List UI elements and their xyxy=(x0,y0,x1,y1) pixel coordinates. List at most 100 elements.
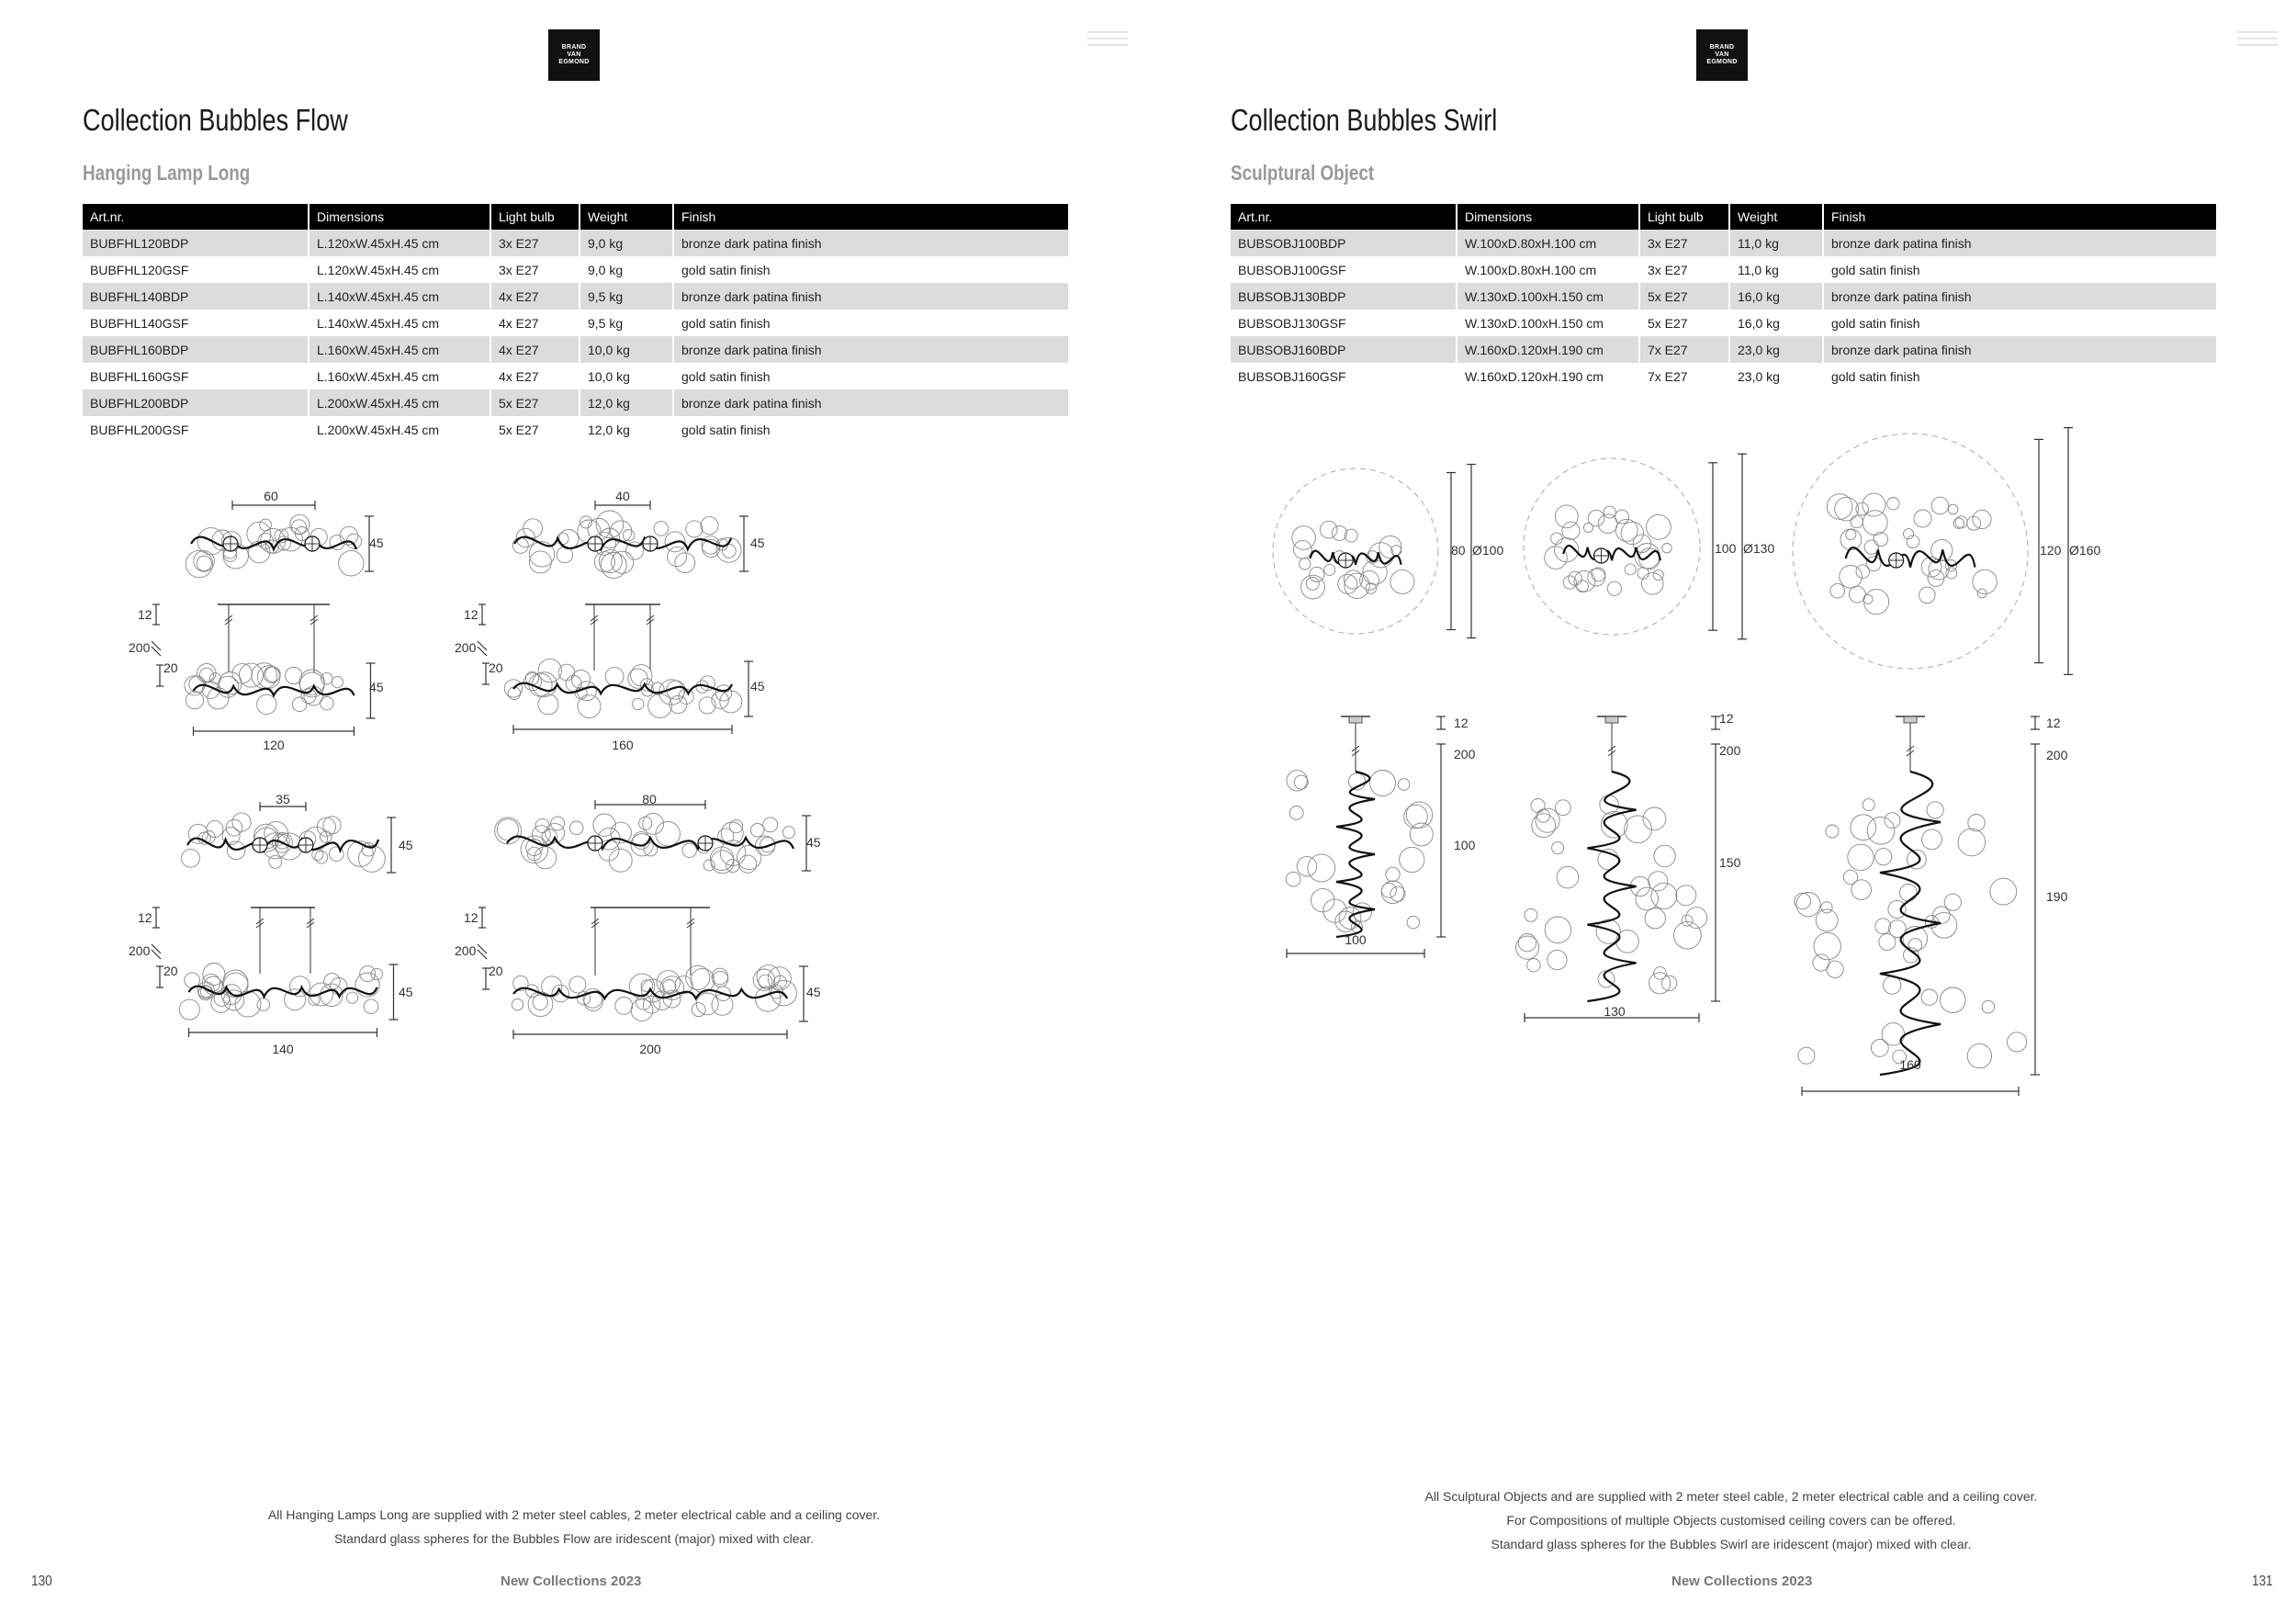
glass-sphere xyxy=(681,842,697,858)
glass-sphere xyxy=(274,528,289,544)
glass-sphere xyxy=(217,675,240,698)
glass-sphere xyxy=(1644,908,1666,930)
dimension-line xyxy=(686,918,695,925)
glass-sphere xyxy=(1591,567,1606,582)
page-number: 130 xyxy=(31,1573,52,1589)
glass-sphere xyxy=(1615,930,1639,953)
glass-sphere xyxy=(1874,918,1892,935)
glass-sphere xyxy=(338,550,365,577)
glass-sphere xyxy=(622,529,636,542)
cell: BUBSOBJ160GSF xyxy=(1238,368,1346,384)
cell: 3x E27 xyxy=(490,256,580,283)
glass-sphere xyxy=(503,679,523,698)
technical-drawings-right: 80 Ø100 100 Ø130 120 Ø160 12 200 100 100… xyxy=(1272,427,2100,1096)
footer-text: New Collections 2023 xyxy=(1671,1573,1813,1589)
dim-label: 80 xyxy=(642,792,657,806)
glass-sphere xyxy=(598,549,623,574)
glass-sphere xyxy=(1902,926,1929,952)
glass-sphere xyxy=(1855,564,1871,579)
glass-sphere xyxy=(551,984,570,1003)
glass-sphere xyxy=(1932,906,1951,924)
glass-sphere xyxy=(1286,770,1308,792)
dim-label: 80 xyxy=(1451,543,1466,558)
dimension-line xyxy=(224,615,233,622)
cell: 9,0 kg xyxy=(579,230,673,256)
glass-sphere xyxy=(1813,931,1841,961)
glass-sphere xyxy=(1972,569,1998,595)
glass-sphere xyxy=(291,696,308,713)
glass-sphere xyxy=(316,817,336,837)
col-header-light-bulb: Light bulb xyxy=(1638,204,1729,230)
glass-sphere xyxy=(737,844,762,871)
glass-sphere xyxy=(494,817,523,845)
table-header-row: Art.nr. Dimensions Light bulb Weight Fin… xyxy=(1231,204,2216,230)
glass-sphere xyxy=(662,979,677,994)
glass-sphere xyxy=(1940,987,1966,1014)
glass-sphere xyxy=(528,550,552,574)
glass-sphere xyxy=(674,976,693,995)
glass-sphere xyxy=(627,668,648,689)
frame-curve xyxy=(1335,770,1376,939)
glass-sphere xyxy=(600,551,627,579)
cell: gold satin finish xyxy=(1822,363,2216,389)
glass-sphere xyxy=(1794,892,1811,910)
glass-sphere xyxy=(1953,517,1964,529)
glass-sphere xyxy=(1650,882,1678,909)
glass-sphere xyxy=(1305,576,1320,591)
dimension-line xyxy=(1607,750,1616,757)
ceiling-cover xyxy=(1348,716,1363,724)
glass-sphere xyxy=(289,976,310,998)
dimension-line xyxy=(477,640,488,651)
glass-sphere xyxy=(1606,581,1622,596)
cell: L.140xW.45xH.45 cm xyxy=(308,310,490,336)
cell: 23,0 kg xyxy=(1728,336,1823,363)
col-header-weight: Weight xyxy=(1728,204,1823,230)
glass-sphere xyxy=(321,671,333,685)
glass-sphere xyxy=(523,672,542,692)
glass-sphere xyxy=(1850,814,1877,841)
dimension-line xyxy=(310,618,319,626)
glass-sphere xyxy=(1888,919,1907,938)
glass-sphere xyxy=(1921,829,1942,851)
glass-sphere xyxy=(1359,570,1379,591)
glass-sphere xyxy=(1685,907,1708,930)
glass-sphere xyxy=(1903,947,1919,964)
glass-sphere xyxy=(662,989,681,1009)
glass-sphere xyxy=(1337,573,1358,594)
glass-sphere xyxy=(1795,892,1821,918)
glass-sphere xyxy=(284,988,307,1011)
glass-sphere xyxy=(1299,558,1311,570)
glass-sphere xyxy=(1641,572,1664,595)
dim-label: 12 xyxy=(138,607,152,622)
col-header-light-bulb: Light bulb xyxy=(490,204,580,230)
frame-curve xyxy=(513,536,733,552)
glass-sphere xyxy=(685,964,711,990)
glass-sphere xyxy=(762,817,779,833)
dimension-line xyxy=(1906,745,1915,752)
cell: BUBSOBJ100GSF xyxy=(1238,262,1346,277)
cell: 9,5 kg xyxy=(579,310,673,336)
glass-sphere xyxy=(1615,509,1630,524)
glass-sphere xyxy=(630,664,653,687)
glass-sphere xyxy=(1554,537,1580,563)
glass-sphere xyxy=(698,696,716,715)
glass-sphere xyxy=(1561,521,1581,540)
glass-sphere xyxy=(231,812,252,832)
glass-sphere xyxy=(1862,492,1886,517)
glass-sphere xyxy=(359,965,377,983)
dim-label: 12 xyxy=(138,910,152,925)
glass-sphere xyxy=(1403,804,1428,829)
glass-sphere xyxy=(574,686,588,700)
dimension-line xyxy=(1906,750,1915,757)
cell: W.100xD.80xH.100 cm xyxy=(1456,230,1639,256)
glass-sphere xyxy=(667,547,688,568)
glass-sphere xyxy=(520,835,549,864)
glass-sphere xyxy=(703,859,715,872)
cell: BUBFHL200BDP xyxy=(83,389,309,416)
glass-sphere xyxy=(213,990,231,1007)
glass-sphere xyxy=(1826,493,1853,520)
glass-sphere xyxy=(222,972,249,998)
